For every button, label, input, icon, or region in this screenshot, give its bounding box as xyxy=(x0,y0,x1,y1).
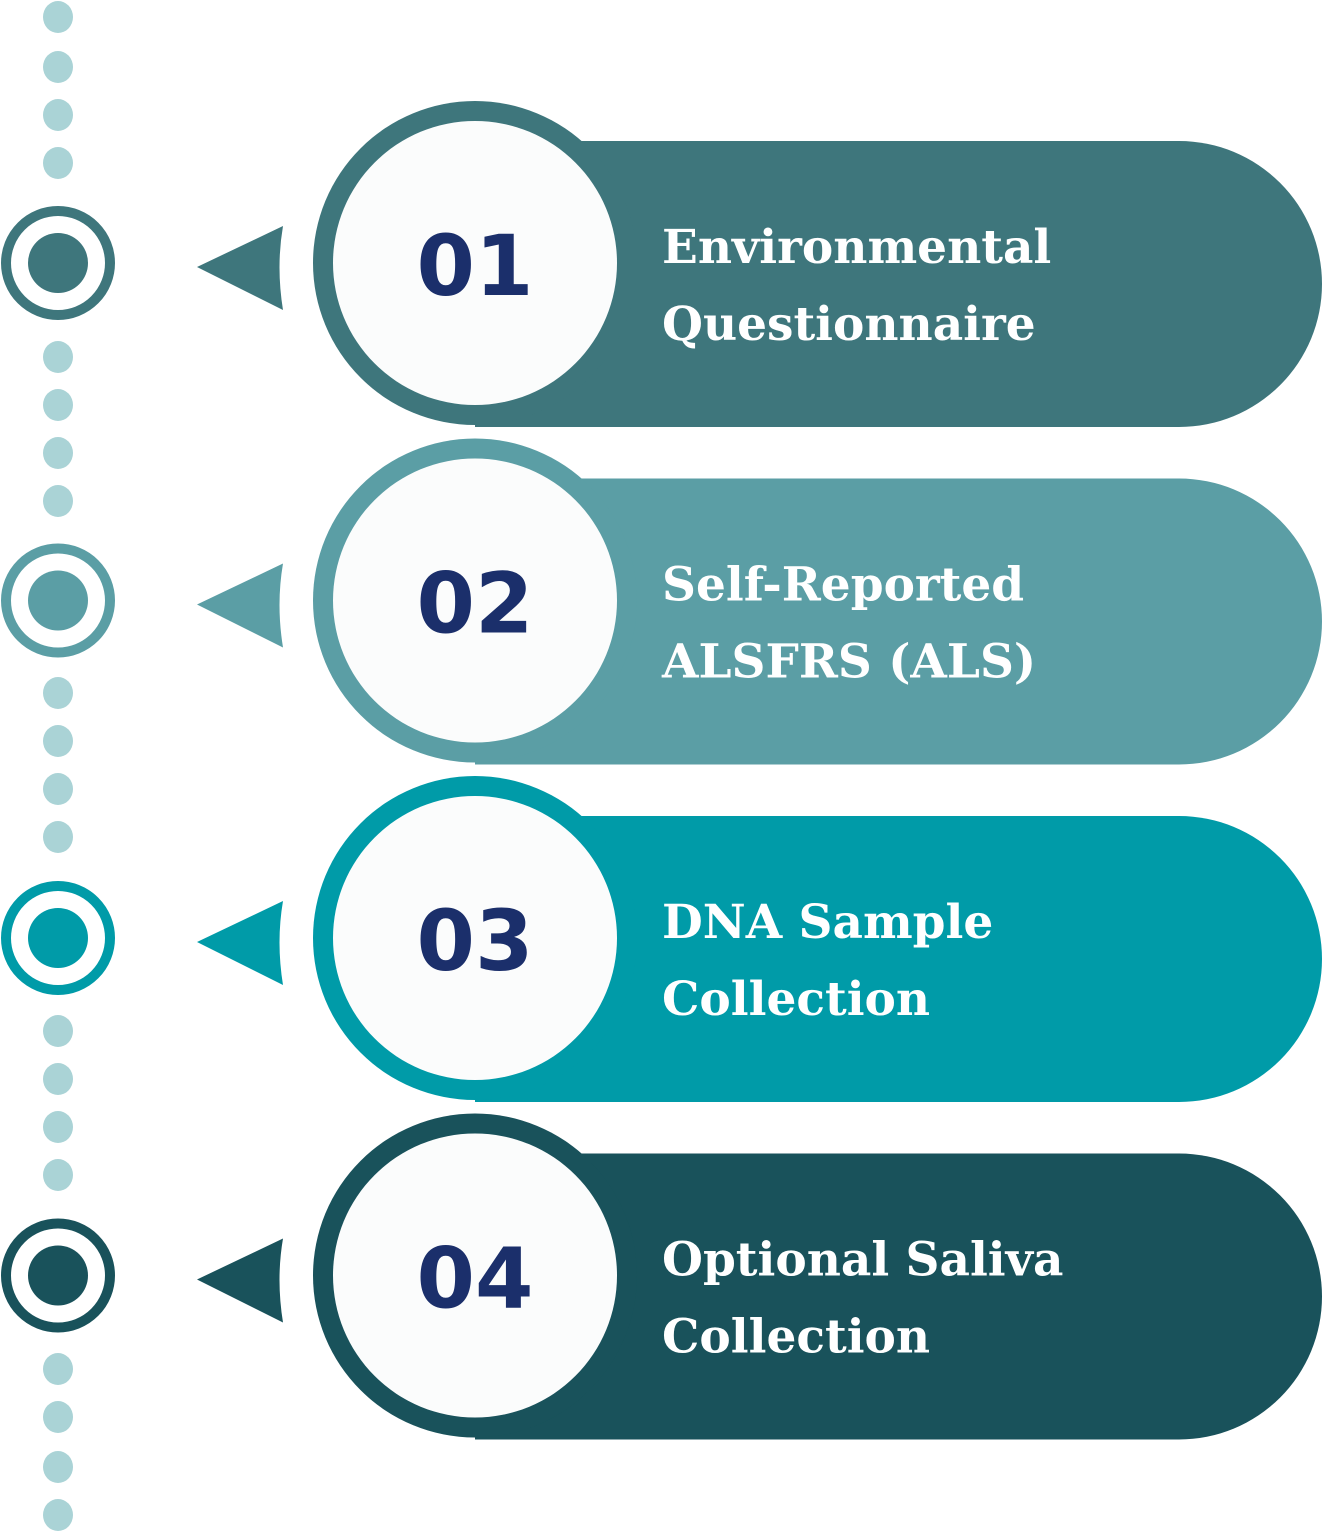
step-number: 04 xyxy=(417,1230,534,1328)
number-circle xyxy=(333,121,617,405)
step-label-line1: Optional Saliva xyxy=(662,1233,1063,1288)
timeline-dot xyxy=(43,99,73,131)
step-label-line2: Collection xyxy=(662,972,930,1027)
timeline-dot xyxy=(43,1499,73,1531)
step-label-line1: DNA Sample xyxy=(662,895,993,950)
timeline-dot xyxy=(43,147,73,179)
timeline-dot xyxy=(43,773,73,805)
step-banner xyxy=(475,1153,1322,1440)
step-label-line2: Questionnaire xyxy=(662,297,1036,352)
step-banner xyxy=(475,816,1322,1102)
timeline-dot xyxy=(43,437,73,469)
timeline-dot xyxy=(43,1,73,33)
timeline-dot xyxy=(43,51,73,83)
step-number: 02 xyxy=(417,555,534,653)
timeline-dot xyxy=(43,341,73,373)
step-number: 01 xyxy=(417,217,534,315)
timeline-marker-dot xyxy=(28,1245,88,1306)
timeline-dot xyxy=(43,1063,73,1095)
timeline-dot xyxy=(43,485,73,517)
pointer-arrow-icon xyxy=(197,226,283,310)
timeline-marker-dot xyxy=(28,570,88,631)
step-banner xyxy=(475,478,1322,765)
step-number: 03 xyxy=(417,892,534,990)
timeline-dot xyxy=(43,1353,73,1385)
timeline-marker-dot xyxy=(28,233,88,293)
timeline-dot xyxy=(43,1015,73,1047)
timeline-dot xyxy=(43,677,73,709)
pointer-arrow-icon xyxy=(197,563,283,648)
timeline-dot xyxy=(43,1111,73,1143)
timeline-marker-dot xyxy=(28,908,88,968)
number-circle xyxy=(333,1133,617,1418)
timeline-dot xyxy=(43,1159,73,1191)
timeline xyxy=(43,1,73,1531)
number-circle xyxy=(333,796,617,1080)
timeline-dot xyxy=(43,1451,73,1483)
step-label-line1: Self-Reported xyxy=(662,558,1024,613)
timeline-dot xyxy=(43,1401,73,1433)
pointer-arrow-icon xyxy=(197,901,283,985)
number-circle xyxy=(333,458,617,743)
step-label-line2: ALSFRS (ALS) xyxy=(661,635,1036,690)
timeline-dot xyxy=(43,389,73,421)
step-label-line2: Collection xyxy=(662,1310,930,1365)
step-label-line1: Environmental xyxy=(662,220,1051,275)
timeline-dot xyxy=(43,725,73,757)
step-banner xyxy=(475,141,1322,427)
pointer-arrow-icon xyxy=(197,1238,283,1323)
timeline-dot xyxy=(43,821,73,853)
